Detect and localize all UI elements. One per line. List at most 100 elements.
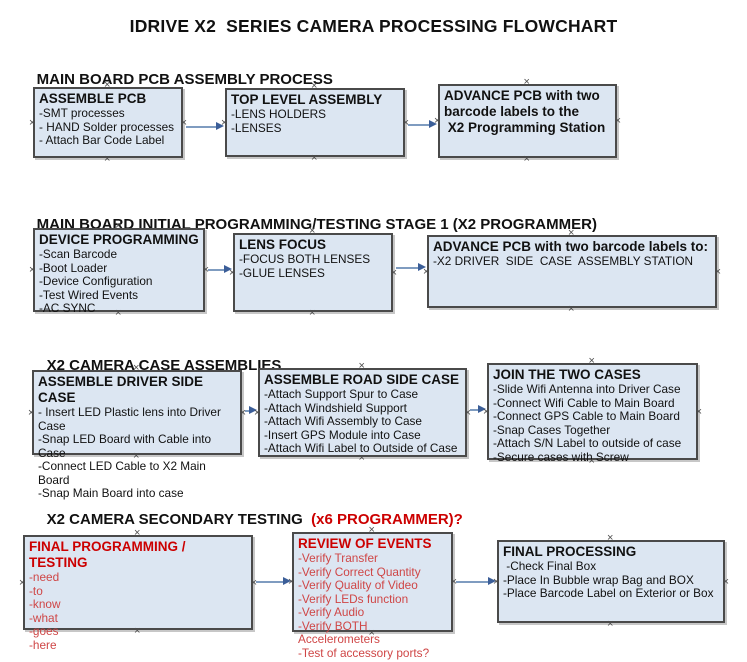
flow-box-advance-pcb-driver-side-station: × × × × ADVANCE PCB with two barcode lab… — [423, 228, 721, 315]
text-line: ASSEMBLE ROAD SIDE CASE — [264, 372, 460, 387]
text-line: -LENSES — [231, 120, 282, 135]
arrow-line — [256, 580, 286, 583]
text-line: ASSEMBLE DRIVER SIDE CASE — [38, 374, 207, 405]
text-line: -Place In Bubble wrap Bag and BOX — [503, 572, 694, 587]
flow-arrow — [256, 577, 291, 586]
connector-handle-icon: × — [714, 265, 721, 278]
connector-handle-icon: × — [614, 115, 621, 127]
text-line: -Attach Windshield Support — [264, 400, 407, 415]
connector-handle-icon: × — [239, 406, 246, 419]
text-line: -Snap Cases Together — [493, 422, 611, 437]
text-line: -Attach Wifi Assembly to Case — [264, 414, 422, 428]
flow-arrow — [245, 406, 257, 415]
text-line: -Attach Wifi Label to Outside of Case — [264, 441, 458, 455]
arrow-line — [208, 268, 227, 271]
connector-handle-icon: × — [115, 220, 122, 232]
arrow-head-icon — [249, 406, 257, 414]
connector-handle-icon: × — [568, 227, 575, 239]
text-line: -here — [29, 637, 57, 652]
text-line: -Check Final Box — [503, 559, 597, 573]
text-line: -Insert GPS Module into Case — [264, 427, 421, 442]
text-line: -Verify Audio — [298, 605, 365, 619]
arrow-head-icon — [478, 405, 486, 413]
connector-handle-icon: × — [607, 532, 614, 544]
connector-handle-icon: × — [29, 116, 36, 129]
arrow-head-icon — [283, 577, 291, 585]
flow-box-lens-focus: × × × × LENS FOCUS -FOCUS BOTH LENSES-GL… — [229, 226, 397, 319]
text-line: -Attach Support Spur to Case — [264, 387, 419, 401]
flow-box-review-of-events: × × × × REVIEW OF EVENTS -Verify Transfe… — [288, 525, 457, 660]
text-line: -Snap LED Board with Cable into Case — [38, 432, 215, 460]
text-line: -Secure cases with Screw — [493, 449, 629, 464]
connector-handle-icon: × — [134, 527, 141, 539]
flow-box-device-programming: × × × × DEVICE PROGRAMMING -Scan Barcode… — [29, 221, 209, 319]
connector-handle-icon: × — [464, 406, 471, 419]
connector-handle-icon: × — [368, 524, 375, 536]
flow-box-assemble-driver-side-case: × × × × ASSEMBLE DRIVER SIDE CASE - Inse… — [28, 363, 246, 500]
box-body: -Scan Barcode-Boot Loader-Device Configu… — [39, 247, 199, 316]
flow-box-final-processing: × × × × FINAL PROCESSING -Check Final Bo… — [493, 533, 729, 630]
text-line: JOIN THE TWO CASES — [493, 367, 641, 382]
connector-handle-icon: × — [28, 406, 35, 419]
flow-box-join-the-two-cases: × × × × JOIN THE TWO CASES -Slide Wifi A… — [483, 356, 702, 467]
connector-handle-icon: × — [288, 576, 295, 588]
text-line: -SMT processes — [39, 106, 125, 120]
text-line: -Verify Correct Quantity — [298, 564, 421, 579]
connector-handle-icon: × — [104, 153, 111, 165]
arrow-line — [408, 123, 432, 126]
box-title: ASSEMBLE DRIVER SIDE CASE — [38, 374, 236, 406]
arrow-head-icon — [216, 122, 224, 130]
arrow-head-icon — [429, 120, 437, 128]
flow-arrow — [396, 263, 426, 272]
box-body: -Attach Support Spur to Case-Attach Wind… — [264, 387, 461, 456]
text-line: -Boot Loader — [39, 260, 108, 275]
text-line: -what — [29, 610, 58, 625]
text-line: -Scan Barcode — [39, 247, 118, 261]
connector-handle-icon: × — [254, 406, 261, 419]
flow-box-assemble-pcb: × × × × ASSEMBLE PCB -SMT processes- HAN… — [29, 80, 187, 165]
text-line: FINAL PROGRAMMING / TESTING — [29, 539, 190, 570]
section-header-text: X2 CAMERA CASE ASSEMBLIES — [46, 357, 282, 374]
box-title: JOIN THE TWO CASES — [493, 367, 692, 383]
text-line: -Connect LED Cable to X2 Main Board — [38, 459, 210, 487]
box-body: -need-to-know-what-goes-here — [29, 570, 247, 652]
connector-handle-icon: × — [309, 225, 316, 237]
text-line: -FOCUS BOTH LENSES — [239, 252, 371, 266]
box-body: -FOCUS BOTH LENSES-GLUE LENSES — [239, 252, 387, 280]
text-line: -goes — [29, 624, 59, 638]
connector-handle-icon: × — [134, 625, 141, 637]
arrow-head-icon — [418, 263, 426, 271]
text-line: - Attach Bar Code Label — [39, 133, 165, 147]
arrow-line — [470, 408, 481, 411]
box-body: -LENS HOLDERS-LENSES — [231, 107, 399, 135]
text-line: FINAL PROCESSING — [503, 544, 637, 559]
box-title: DEVICE PROGRAMMING — [39, 232, 199, 248]
text-line: -Verify LEDs function — [298, 591, 409, 606]
flow-box-top-level-assembly: × × × × TOP LEVEL ASSEMBLY -LENS HOLDERS… — [221, 81, 409, 164]
connector-handle-icon: × — [423, 265, 430, 278]
text-line: -Verify Transfer — [298, 551, 378, 565]
box-title: ADVANCE PCB with two barcode labels to: — [433, 239, 711, 255]
box-title: FINAL PROCESSING — [503, 544, 719, 560]
section-header-case-assemblies: X2 CAMERA CASE ASSEMBLIES — [30, 340, 282, 391]
text-line: -Connect GPS Cable to Main Board — [493, 409, 680, 423]
text-line: LENS FOCUS — [239, 237, 327, 252]
text-line: -Verify Quality of Video — [298, 578, 418, 592]
box-title: REVIEW OF EVENTS — [298, 536, 447, 552]
text-line: ASSEMBLE PCB — [39, 91, 147, 106]
text-line: -Place Barcode Label on Exterior or Box — [503, 586, 714, 600]
connector-handle-icon: × — [722, 575, 729, 588]
text-line: -AC SYNC — [39, 301, 96, 315]
text-line: X2 Programming Station — [444, 120, 606, 135]
text-line: TOP LEVEL ASSEMBLY — [231, 92, 383, 107]
connector-handle-icon: × — [358, 360, 365, 372]
connector-handle-icon: × — [390, 266, 397, 279]
connector-handle-icon: × — [368, 627, 375, 639]
arrow-line — [396, 266, 421, 269]
flow-arrow — [456, 577, 496, 586]
text-line: -GLUE LENSES — [239, 265, 325, 280]
section-header-text: X2 CAMERA SECONDARY TESTING — [46, 511, 307, 528]
page-title: IDRIVE X2 SERIES CAMERA PROCESSING FLOWC… — [129, 16, 618, 36]
